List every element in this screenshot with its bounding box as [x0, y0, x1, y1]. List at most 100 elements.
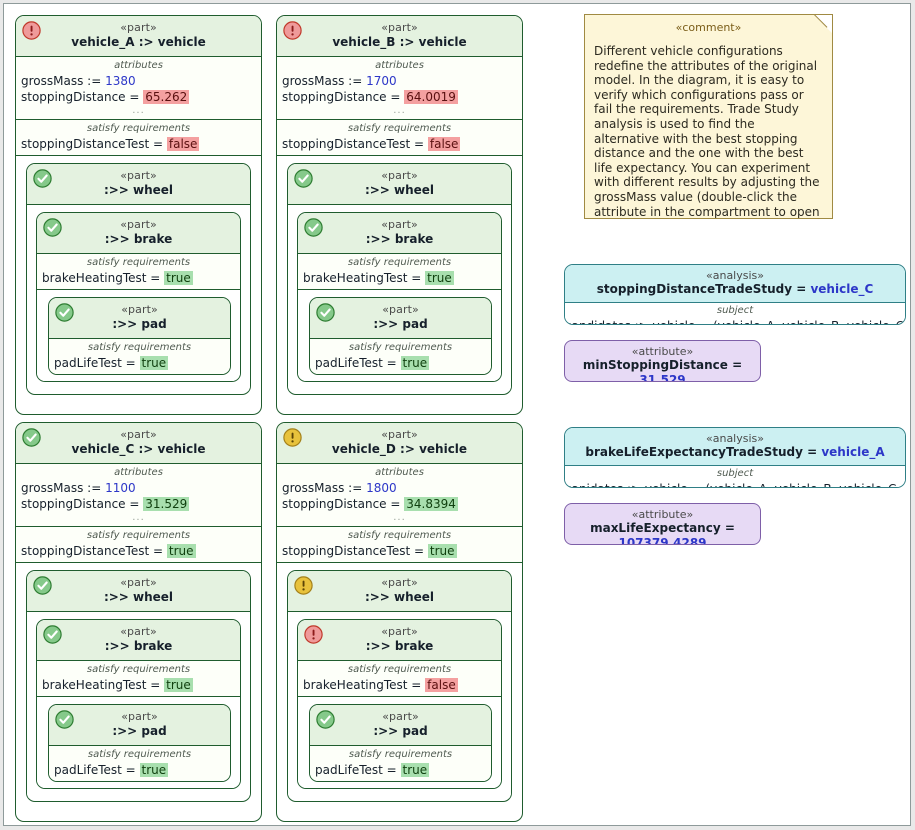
nested-parts-area: «part» :>> wheel «part» :>> brake — [277, 563, 522, 812]
part-vehicle-d[interactable]: «part» vehicle_D :> vehicle attributes g… — [276, 422, 523, 822]
compartment-title: satisfy requirements — [87, 749, 192, 760]
grossmass-label: grossMass := — [282, 481, 367, 495]
requirement-stoppingdistancetest[interactable]: stoppingDistanceTest = true — [277, 543, 522, 559]
status-ok-icon — [33, 576, 52, 595]
requirement-padlifetest[interactable]: padLifeTest = true — [49, 355, 230, 371]
stoppingdistance-value: 65.262 — [143, 90, 190, 104]
attributes-ellipsis: ... — [393, 512, 406, 523]
compartment-title: satisfy requirements — [86, 123, 191, 134]
compartment-title: attributes — [375, 60, 424, 71]
nested-parts-area: «part» :>> pad satisfy requirements padL… — [37, 290, 240, 381]
compartment-title: attributes — [114, 60, 163, 71]
nested-parts-area: «part» :>> brake satisfy requirements br… — [288, 612, 511, 798]
satisfy-compartment: satisfy requirements padLifeTest = true — [310, 339, 491, 374]
stereotype-label: «part» — [120, 218, 157, 231]
part-pad[interactable]: «part» :>> pad satisfy requirements padL… — [309, 297, 492, 375]
test-value: true — [400, 356, 430, 370]
satisfy-compartment: satisfy requirements stoppingDistanceTes… — [277, 120, 522, 156]
part-header-brake: «part» :>> brake — [37, 620, 240, 661]
part-header-wheel: «part» :>> wheel — [288, 571, 511, 612]
part-wheel[interactable]: «part» :>> wheel «part» :>> brake — [287, 570, 512, 802]
analysis-header: «analysis» brakeLifeExpectancyTradeStudy… — [565, 428, 905, 466]
nested-parts-area: «part» :>> wheel «part» :>> brake — [277, 156, 522, 405]
compartment-title: attributes — [114, 467, 163, 478]
part-pad[interactable]: «part» :>> pad satisfy requirements padL… — [309, 704, 492, 782]
status-error-icon — [283, 21, 302, 40]
grossmass-label: grossMass := — [21, 74, 106, 88]
compartment-title: satisfy requirements — [347, 664, 452, 675]
compartment-title: satisfy requirements — [347, 257, 452, 268]
stereotype-label: «part» — [381, 576, 418, 589]
requirement-padlifetest[interactable]: padLifeTest = true — [310, 355, 491, 371]
test-value: false — [427, 137, 461, 151]
attribute-grossmass[interactable]: grossMass := 1800 — [277, 480, 522, 496]
test-value: true — [164, 678, 193, 692]
attribute-stoppingdistance[interactable]: stoppingDistance = 64.0019 — [277, 89, 522, 105]
part-pad[interactable]: «part» :>> pad satisfy requirements padL… — [48, 297, 231, 375]
status-warning-icon — [294, 576, 313, 595]
attribute-min-stopping-distance[interactable]: «attribute» minStoppingDistance = 31.529 — [564, 340, 761, 382]
stereotype-label: «part» — [120, 625, 157, 638]
nested-parts-area: «part» :>> brake satisfy requirements br… — [288, 205, 511, 391]
attribute-stoppingdistance[interactable]: stoppingDistance = 65.262 — [16, 89, 261, 105]
part-name-label: :>> brake — [365, 639, 434, 653]
stereotype-label: «part» — [381, 21, 418, 34]
part-wheel[interactable]: «part» :>> wheel «part» :>> brake — [26, 163, 251, 395]
test-label: padLifeTest = — [54, 356, 140, 370]
test-label: brakeHeatingTest = — [303, 678, 426, 692]
part-brake[interactable]: «part» :>> brake satisfy requirements br… — [297, 619, 502, 789]
comment-note[interactable]: «comment» Different vehicle configuratio… — [584, 14, 833, 219]
test-label: brakeHeatingTest = — [42, 678, 165, 692]
analysis-stereotype: «analysis» — [706, 269, 764, 282]
satisfy-compartment: satisfy requirements padLifeTest = true — [310, 746, 491, 781]
stoppingdistance-value: 34.8394 — [404, 497, 458, 511]
stoppingdistance-label: stoppingDistance = — [21, 497, 144, 511]
test-value: true — [166, 544, 196, 558]
requirement-brakeheatingtest[interactable]: brakeHeatingTest = true — [37, 270, 240, 286]
grossmass-label: grossMass := — [282, 74, 367, 88]
attribute-stoppingdistance[interactable]: stoppingDistance = 31.529 — [16, 496, 261, 512]
part-pad[interactable]: «part» :>> pad satisfy requirements padL… — [48, 704, 231, 782]
requirement-stoppingdistancetest[interactable]: stoppingDistanceTest = false — [16, 136, 261, 152]
requirement-stoppingdistancetest[interactable]: stoppingDistanceTest = true — [16, 543, 261, 559]
part-name-label: vehicle_D :> vehicle — [331, 442, 468, 456]
part-wheel[interactable]: «part» :>> wheel «part» :>> brake — [26, 570, 251, 802]
requirement-padlifetest[interactable]: padLifeTest = true — [49, 762, 230, 778]
test-value: true — [164, 271, 193, 285]
part-brake[interactable]: «part» :>> brake satisfy requirements br… — [36, 212, 241, 382]
attribute-stoppingdistance[interactable]: stoppingDistance = 34.8394 — [277, 496, 522, 512]
part-brake[interactable]: «part» :>> brake satisfy requirements br… — [297, 212, 502, 382]
attribute-grossmass[interactable]: grossMass := 1100 — [16, 480, 261, 496]
requirement-brakeheatingtest[interactable]: brakeHeatingTest = true — [298, 270, 501, 286]
part-name-label: :>> wheel — [103, 590, 174, 604]
stereotype-label: «part» — [121, 303, 158, 316]
part-header-vehicle-b: «part» vehicle_B :> vehicle — [277, 16, 522, 57]
part-vehicle-a[interactable]: «part» vehicle_A :> vehicle attributes g… — [15, 15, 262, 415]
attribute-grossmass[interactable]: grossMass := 1700 — [277, 73, 522, 89]
analysis-name-label: stoppingDistanceTradeStudy = — [596, 282, 811, 296]
part-name-label: :>> pad — [373, 724, 428, 738]
status-ok-icon — [33, 169, 52, 188]
compartment-title: satisfy requirements — [348, 342, 453, 353]
requirement-brakeheatingtest[interactable]: brakeHeatingTest = false — [298, 677, 501, 693]
subject-compartment: subject canidates :> vehicle = (vehicle_… — [565, 466, 905, 487]
requirement-padlifetest[interactable]: padLifeTest = true — [310, 762, 491, 778]
analysis-stopping-distance-trade-study[interactable]: «analysis» stoppingDistanceTradeStudy = … — [564, 264, 906, 325]
part-wheel[interactable]: «part» :>> wheel «part» :>> brake — [287, 163, 512, 395]
part-vehicle-c[interactable]: «part» vehicle_C :> vehicle attributes g… — [15, 422, 262, 822]
attributes-ellipsis: ... — [393, 105, 406, 116]
satisfy-compartment: satisfy requirements stoppingDistanceTes… — [277, 527, 522, 563]
part-brake[interactable]: «part» :>> brake satisfy requirements br… — [36, 619, 241, 789]
grossmass-value: 1800 — [366, 481, 397, 495]
analysis-brake-life-expectancy-trade-study[interactable]: «analysis» brakeLifeExpectancyTradeStudy… — [564, 427, 906, 488]
requirement-stoppingdistancetest[interactable]: stoppingDistanceTest = false — [277, 136, 522, 152]
status-ok-icon — [43, 625, 62, 644]
part-header-vehicle-d: «part» vehicle_D :> vehicle — [277, 423, 522, 464]
part-vehicle-b[interactable]: «part» vehicle_B :> vehicle attributes g… — [276, 15, 523, 415]
attribute-max-life-expectancy[interactable]: «attribute» maxLifeExpectancy = 107379.4… — [564, 503, 761, 545]
attribute-grossmass[interactable]: grossMass := 1380 — [16, 73, 261, 89]
requirement-brakeheatingtest[interactable]: brakeHeatingTest = true — [37, 677, 240, 693]
satisfy-compartment: satisfy requirements padLifeTest = true — [49, 339, 230, 374]
stoppingdistance-value: 64.0019 — [404, 90, 458, 104]
attributes-compartment: attributes grossMass := 1800 stoppingDis… — [277, 464, 522, 527]
